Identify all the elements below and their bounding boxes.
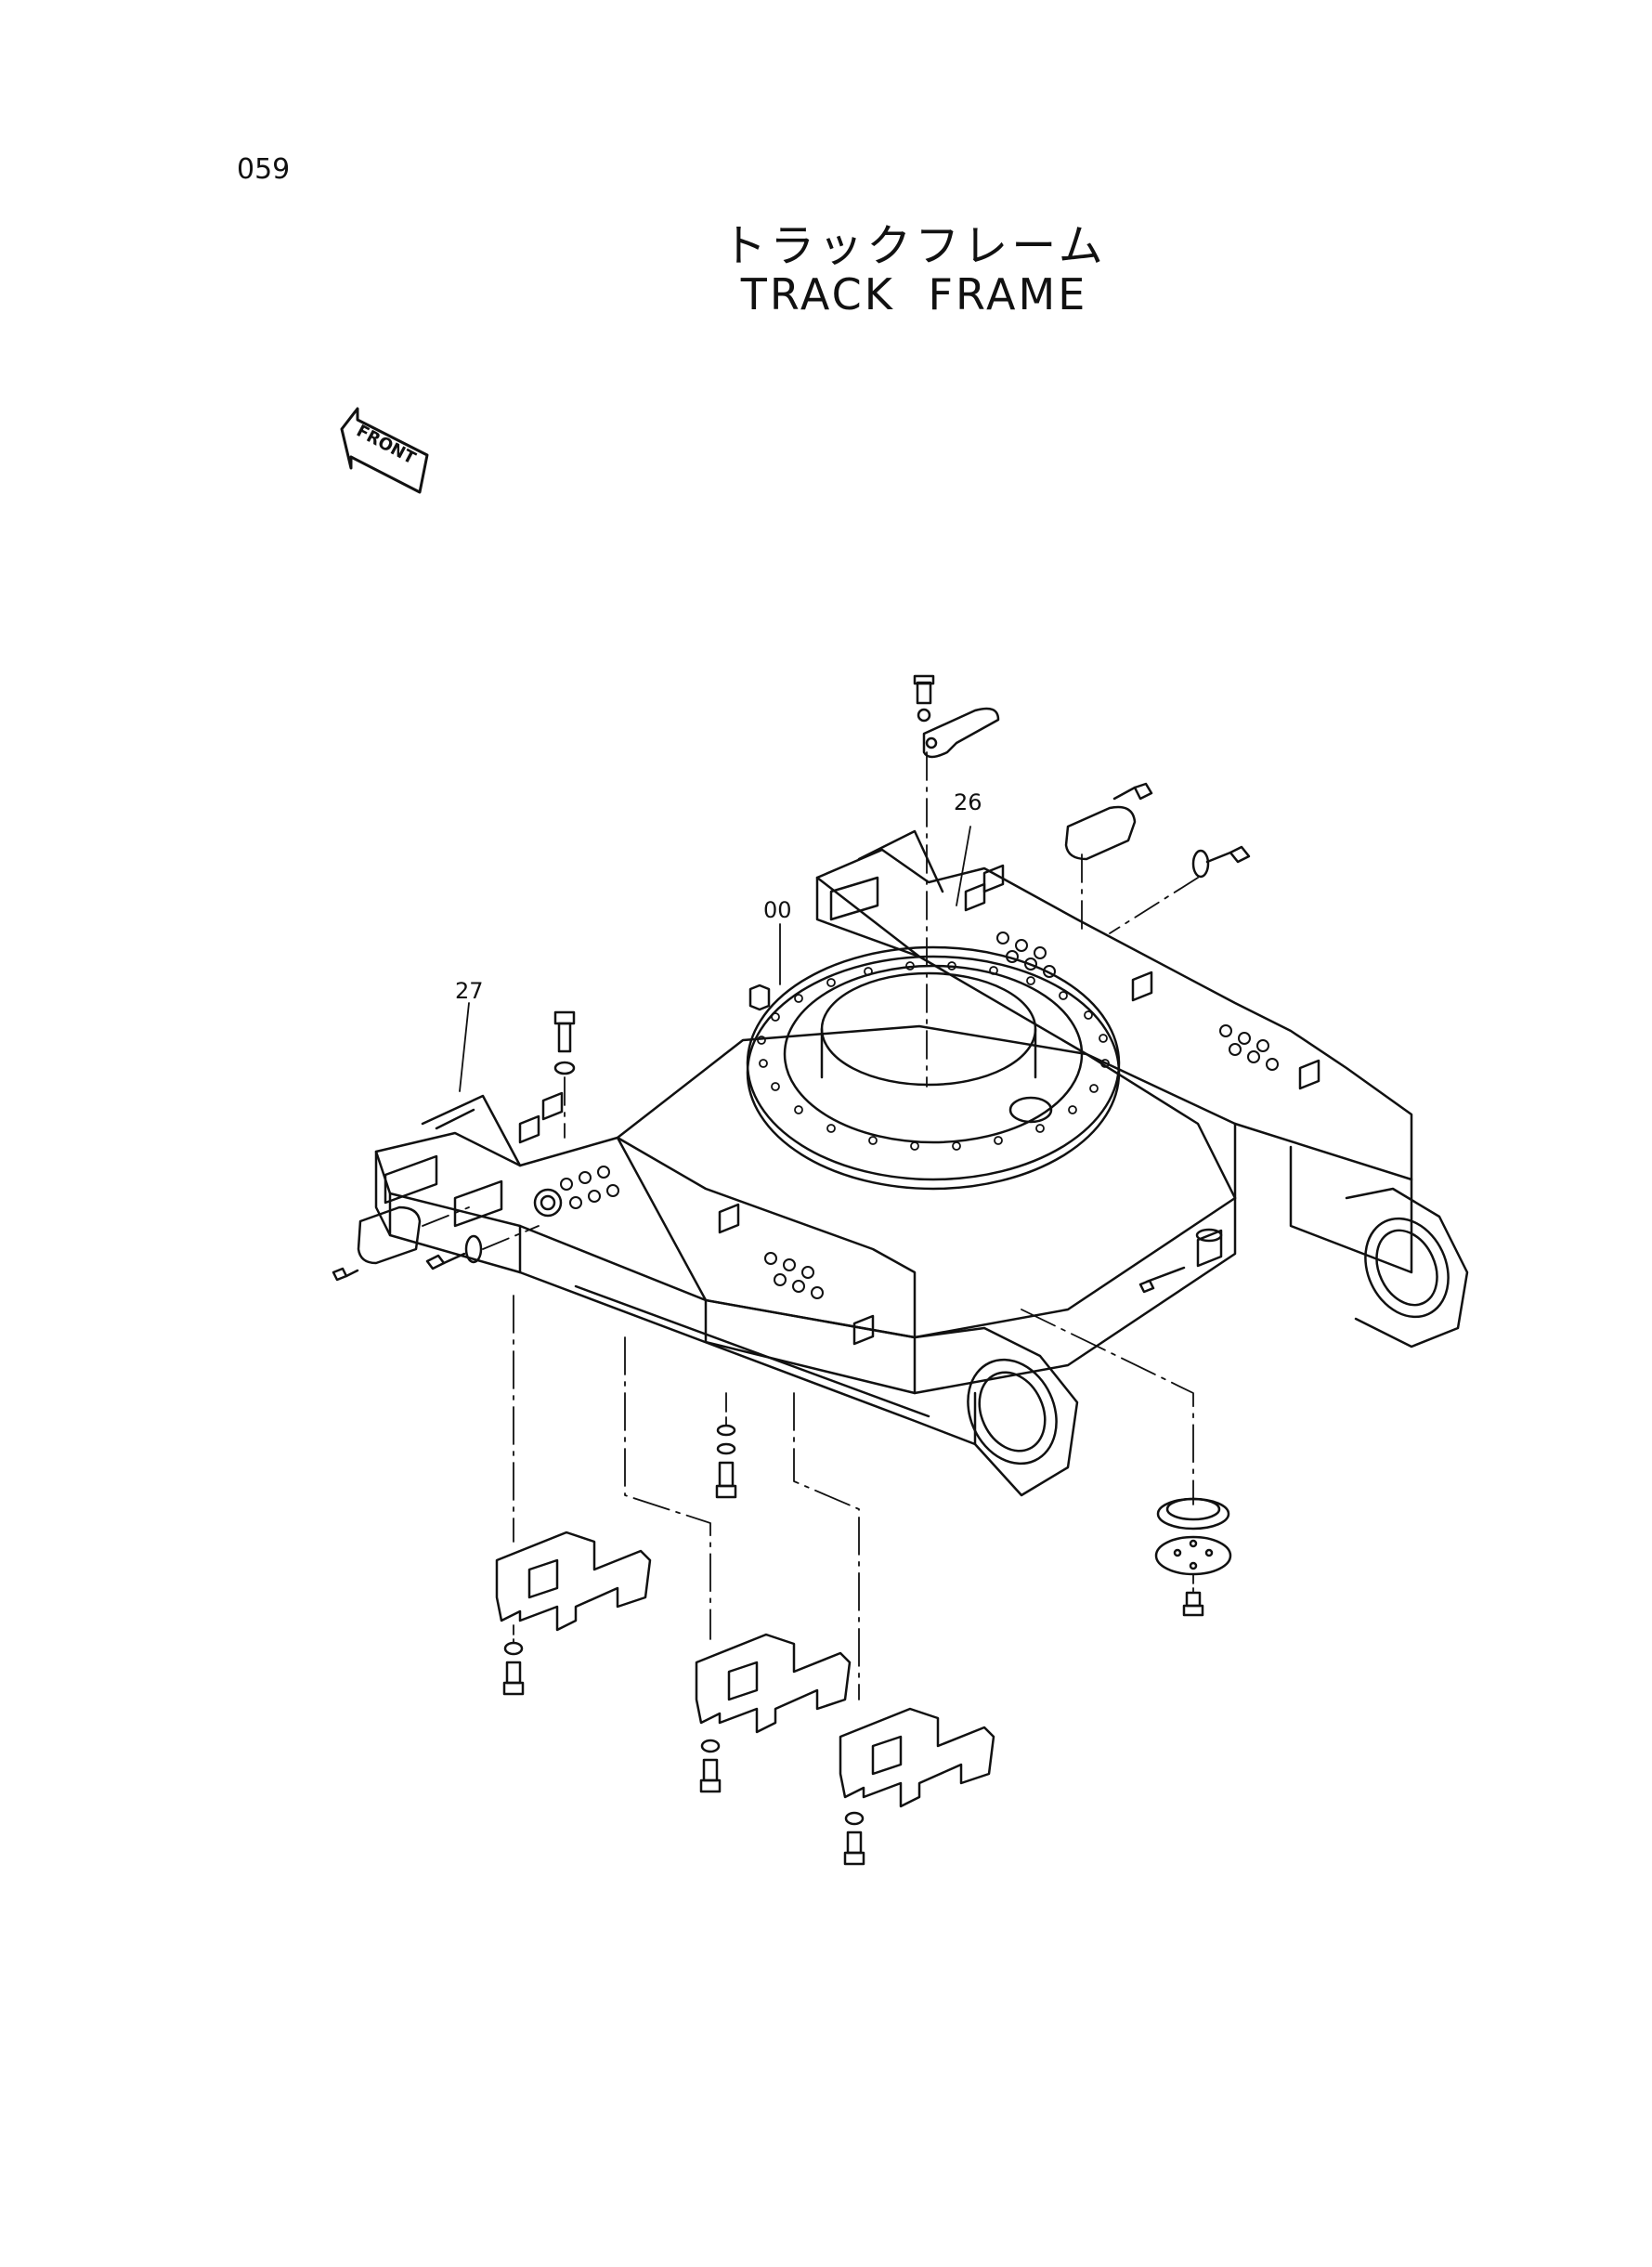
bolt-column-center [715,1392,737,1499]
title-japanese: トラックフレーム [722,220,1107,272]
callout-26: 26 [954,789,982,815]
callout-00: 00 [763,897,792,923]
grease-fitting [748,984,771,1011]
cover-plate-left [332,1188,563,1282]
swivel-cover [1154,1497,1232,1617]
assembly-leader-lines [513,1295,1194,1700]
front-arrow-icon: FRONT [340,407,429,494]
page-number: 059 [237,153,291,186]
pin-right [1138,1206,1236,1294]
track-frame-body [374,829,1469,1497]
swing-bearing-ring [746,945,1121,1191]
bracket-plate [913,674,1000,1088]
cover-plate-right [1064,782,1251,934]
callout-leaders [459,826,971,1092]
track-guard-3 [839,1707,995,1866]
track-guard-2 [695,1633,852,1793]
title-english: TRACK FRAME [740,269,1088,319]
bolt-column-left [553,1010,576,1139]
track-guard-1 [495,1531,652,1696]
callout-27: 27 [455,978,484,1004]
